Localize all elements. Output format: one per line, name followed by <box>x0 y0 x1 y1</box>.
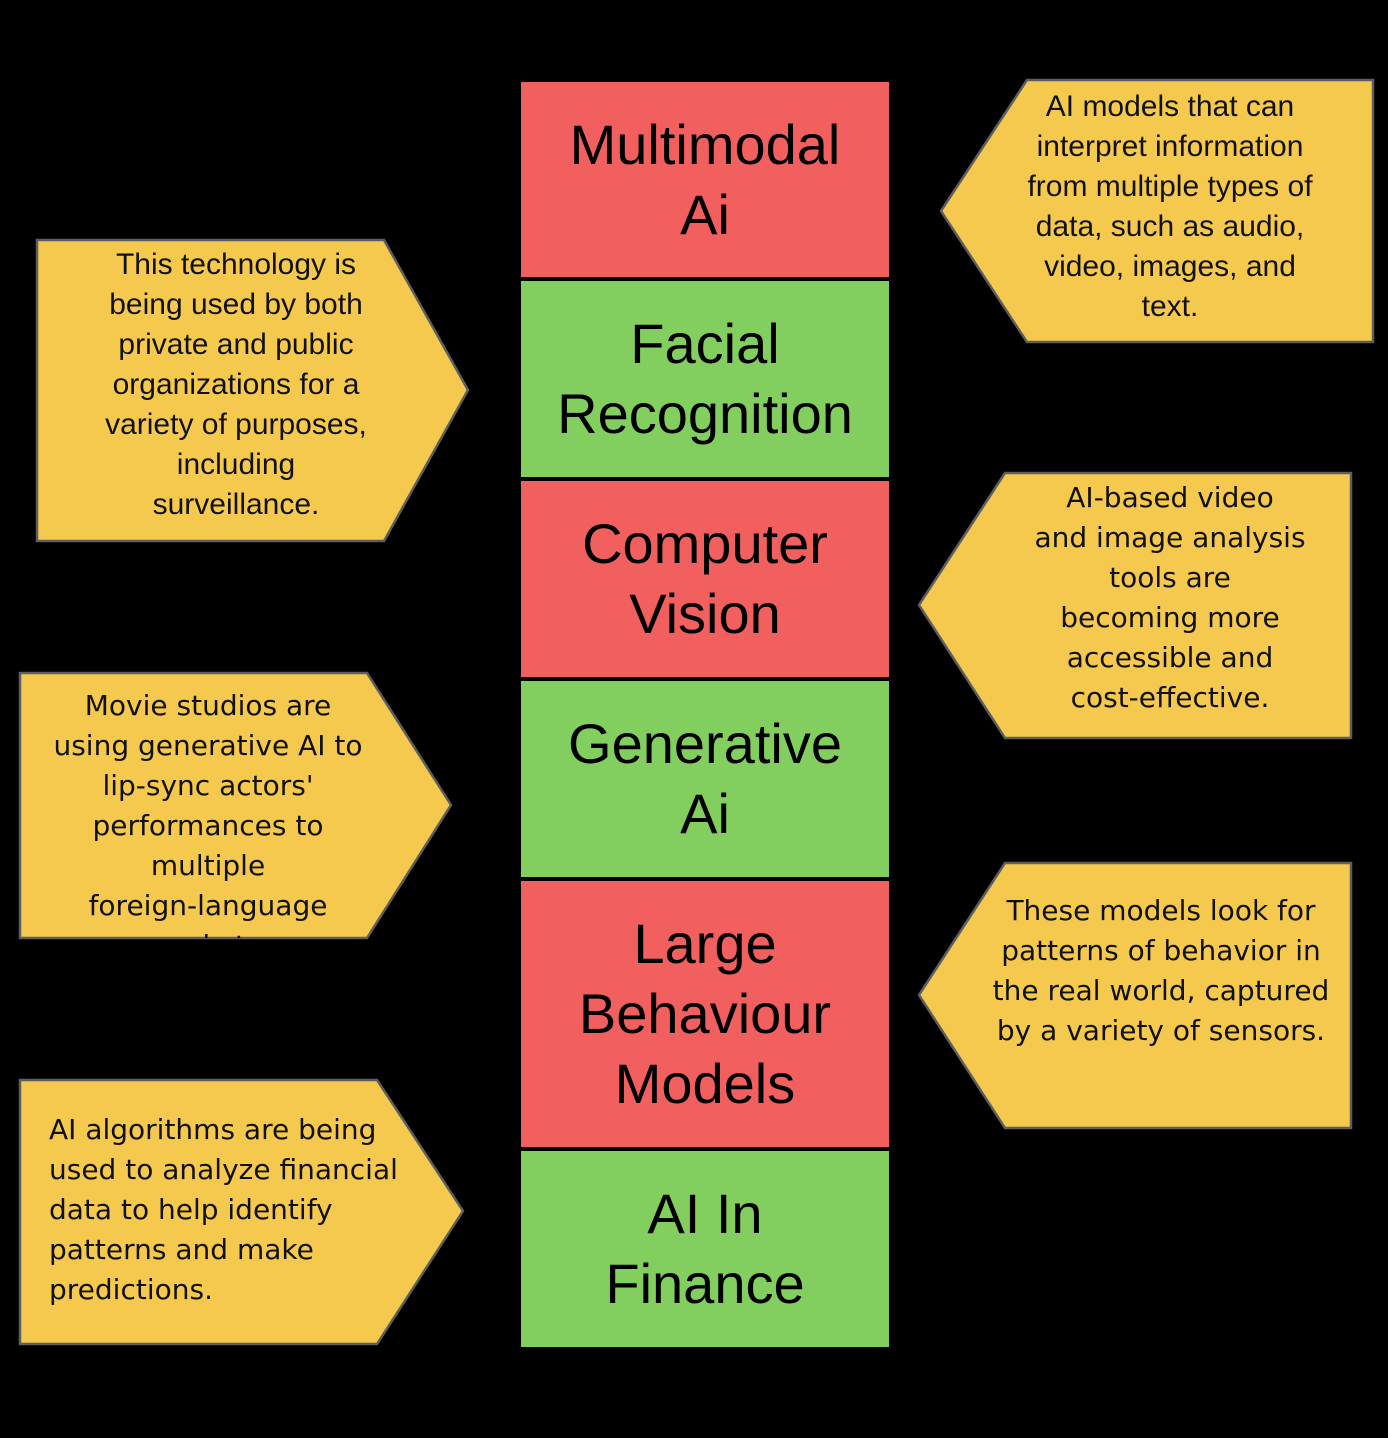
callout-line: predictions. <box>49 1273 213 1306</box>
callout-line: multiple <box>150 849 266 882</box>
box-label-line: Multimodal <box>569 112 841 176</box>
callout-line: text. <box>1141 290 1199 323</box>
box-label: AI In Finance <box>605 1179 804 1319</box>
callout-vision-text: AI-based video and image analysis tools ar… <box>1010 478 1330 734</box>
callout-line: accessible and <box>1066 641 1274 674</box>
callout-multimodal: AI models that can interpret information f… <box>939 78 1375 344</box>
box-label-line: Recognition <box>557 382 853 445</box>
callout-line: private and public <box>118 328 354 361</box>
callout-line: becoming more <box>1060 601 1280 634</box>
callout-line: being used by both <box>109 288 363 321</box>
box-label-line: Generative <box>568 712 842 775</box>
box-label-line: Vision <box>629 582 781 645</box>
callout-line: surveillance. <box>152 488 320 521</box>
callout-line: including <box>176 448 296 481</box>
callout-line: used to analyze financial <box>49 1153 398 1186</box>
callout-line: foreign-language <box>88 889 328 922</box>
callout-finance: AI algorithms are being used to analyze f… <box>18 1078 465 1346</box>
callout-finance-shape <box>18 1078 465 1346</box>
box-ai-in-finance: AI In Finance <box>521 1151 889 1347</box>
callout-finance-text: AI algorithms are being used to analyze f… <box>49 1110 421 1330</box>
callout-line: Movie studios are <box>84 689 332 722</box>
callout-behaviour: These models look for patterns of behavio… <box>917 861 1353 1130</box>
callout-behaviour-shape <box>917 861 1353 1130</box>
box-label-line: Models <box>614 1052 796 1115</box>
callout-line: the real world, captured <box>992 974 1330 1007</box>
callout-line: from multiple types of <box>1027 170 1313 203</box>
callout-generative: Movie studios are using generative AI to l… <box>18 671 453 940</box>
callout-line: organizations for a <box>112 368 360 401</box>
box-label-line: Large <box>633 912 777 975</box>
callout-generative-text: Movie studios are using generative AI to l… <box>33 686 383 938</box>
callout-facial-shape <box>35 238 470 543</box>
callout-line: and image analysis <box>1034 521 1306 554</box>
callout-line: using generative AI to <box>53 729 363 762</box>
callout-multimodal-text: AI models that can interpret information f… <box>1000 87 1340 337</box>
callout-line: AI-based video <box>1066 481 1274 514</box>
callout-line: patterns of behavior in <box>1001 934 1321 967</box>
callout-line: AI algorithms are being <box>49 1113 377 1146</box>
box-label-line: Ai <box>680 782 730 845</box>
callout-multimodal-shape <box>939 78 1375 344</box>
box-label-line: Computer <box>582 512 828 575</box>
callout-behaviour-text: These models look for patterns of behavio… <box>982 891 1340 1111</box>
callout-line: video, images, and <box>1044 250 1296 283</box>
box-label-line: Ai <box>680 182 730 246</box>
callout-line: lip-sync actors' <box>102 769 314 802</box>
box-label-line: Facial <box>630 312 780 375</box>
callout-line: This technology is <box>115 248 357 281</box>
callout-line: AI models that can <box>1045 90 1295 123</box>
callout-facial-text: This technology is being used by both priv… <box>76 245 396 535</box>
box-label-line: AI In <box>647 1182 763 1245</box>
box-label-line: Finance <box>605 1252 805 1315</box>
callout-line: These models look for <box>1006 894 1316 927</box>
callout-vision-shape <box>917 471 1353 740</box>
callout-line: tools are <box>1109 561 1231 594</box>
callout-line: data to help identify <box>49 1193 333 1226</box>
callout-line: markets. <box>147 926 270 938</box>
callout-line: variety of purposes, <box>105 408 367 441</box>
callout-line: by a variety of sensors. <box>996 1014 1326 1047</box>
callout-facial: This technology is being used by both priv… <box>35 238 470 543</box>
callout-line: interpret information <box>1036 130 1304 163</box>
callout-line: patterns and make <box>49 1233 314 1266</box>
callout-line: cost-effective. <box>1070 681 1270 714</box>
callout-vision: AI-based video and image analysis tools ar… <box>917 471 1353 740</box>
callout-line: data, such as audio, <box>1035 210 1305 243</box>
callout-line: performances to <box>92 809 324 842</box>
callout-generative-shape <box>18 671 453 940</box>
box-label-line: Behaviour <box>578 982 832 1045</box>
